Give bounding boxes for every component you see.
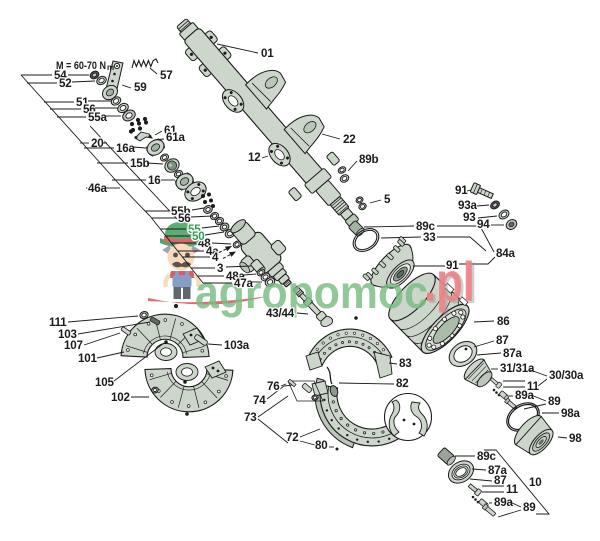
svg-text:22: 22 [343, 133, 356, 146]
svg-text:5: 5 [384, 193, 391, 206]
svg-text:11: 11 [506, 483, 519, 496]
svg-text:4: 4 [212, 251, 219, 264]
svg-text:16: 16 [148, 174, 161, 187]
svg-text:30/30a: 30/30a [549, 369, 584, 382]
svg-text:101: 101 [78, 352, 97, 365]
svg-text:M = 60-70 N: M = 60-70 N [56, 60, 106, 72]
svg-text:61a: 61a [166, 131, 185, 144]
svg-text:55a: 55a [88, 111, 107, 124]
svg-text:.pl: .pl [424, 251, 475, 313]
svg-text:86: 86 [497, 315, 510, 328]
svg-text:91: 91 [446, 259, 459, 272]
svg-text:89c: 89c [477, 450, 496, 463]
svg-text:33: 33 [423, 231, 436, 244]
svg-text:107: 107 [64, 339, 83, 352]
svg-text:16a: 16a [116, 142, 135, 155]
svg-text:91: 91 [455, 184, 468, 197]
svg-text:89b: 89b [359, 153, 378, 166]
svg-text:56: 56 [83, 103, 96, 116]
svg-text:61: 61 [164, 124, 177, 137]
svg-text:82: 82 [396, 377, 409, 390]
svg-text:80: 80 [315, 439, 328, 452]
svg-text:89: 89 [548, 395, 561, 408]
svg-text:51: 51 [76, 96, 89, 109]
svg-text:98a: 98a [561, 407, 580, 420]
svg-text:31/31a: 31/31a [500, 362, 535, 375]
svg-text:01: 01 [261, 47, 274, 60]
svg-text:93: 93 [463, 211, 476, 224]
svg-text:48a: 48a [226, 270, 245, 283]
svg-text:111: 111 [49, 316, 67, 329]
svg-text:55b: 55b [171, 205, 190, 218]
svg-text:84a: 84a [496, 247, 515, 260]
svg-text:74: 74 [253, 394, 266, 407]
svg-text:56: 56 [178, 212, 191, 225]
svg-text:83: 83 [399, 357, 412, 370]
svg-text:agropomoc: agropomoc [195, 268, 428, 319]
svg-text:12: 12 [248, 151, 261, 164]
svg-text:89a: 89a [515, 389, 534, 402]
svg-text:102: 102 [111, 391, 130, 404]
svg-text:89c: 89c [416, 220, 435, 233]
svg-text:87: 87 [496, 334, 509, 347]
svg-text:.pl: .pl [427, 253, 478, 315]
svg-text:46a: 46a [88, 182, 107, 195]
svg-text:43/44: 43/44 [266, 307, 295, 320]
svg-text:105: 105 [95, 376, 114, 389]
svg-text:20: 20 [91, 137, 104, 150]
svg-text:89: 89 [523, 501, 536, 514]
svg-text:89a: 89a [494, 496, 513, 509]
svg-text:15b: 15b [130, 157, 149, 170]
svg-text:98: 98 [569, 432, 582, 445]
svg-text:76: 76 [267, 380, 280, 393]
svg-text:50: 50 [192, 230, 205, 243]
svg-text:93a: 93a [458, 199, 477, 212]
svg-text:103: 103 [58, 328, 77, 341]
svg-text:87a: 87a [488, 464, 507, 477]
svg-text:72: 72 [286, 431, 299, 444]
svg-text:94: 94 [477, 218, 490, 231]
svg-text:54: 54 [54, 69, 67, 82]
svg-text:m: m [107, 63, 114, 72]
svg-text:103a: 103a [224, 339, 250, 352]
svg-text:11: 11 [527, 380, 540, 393]
svg-text:73: 73 [244, 411, 257, 424]
svg-text:87a: 87a [503, 347, 522, 360]
svg-text:48: 48 [198, 237, 211, 250]
svg-text:3: 3 [217, 262, 224, 275]
svg-text:47a: 47a [234, 277, 253, 290]
svg-text:52: 52 [59, 77, 72, 90]
svg-text:57: 57 [160, 69, 173, 82]
svg-text:4a: 4a [206, 245, 219, 258]
svg-text:59: 59 [134, 81, 147, 94]
svg-text:10: 10 [529, 476, 542, 489]
svg-text:87: 87 [494, 474, 507, 487]
svg-text:55: 55 [188, 223, 201, 236]
